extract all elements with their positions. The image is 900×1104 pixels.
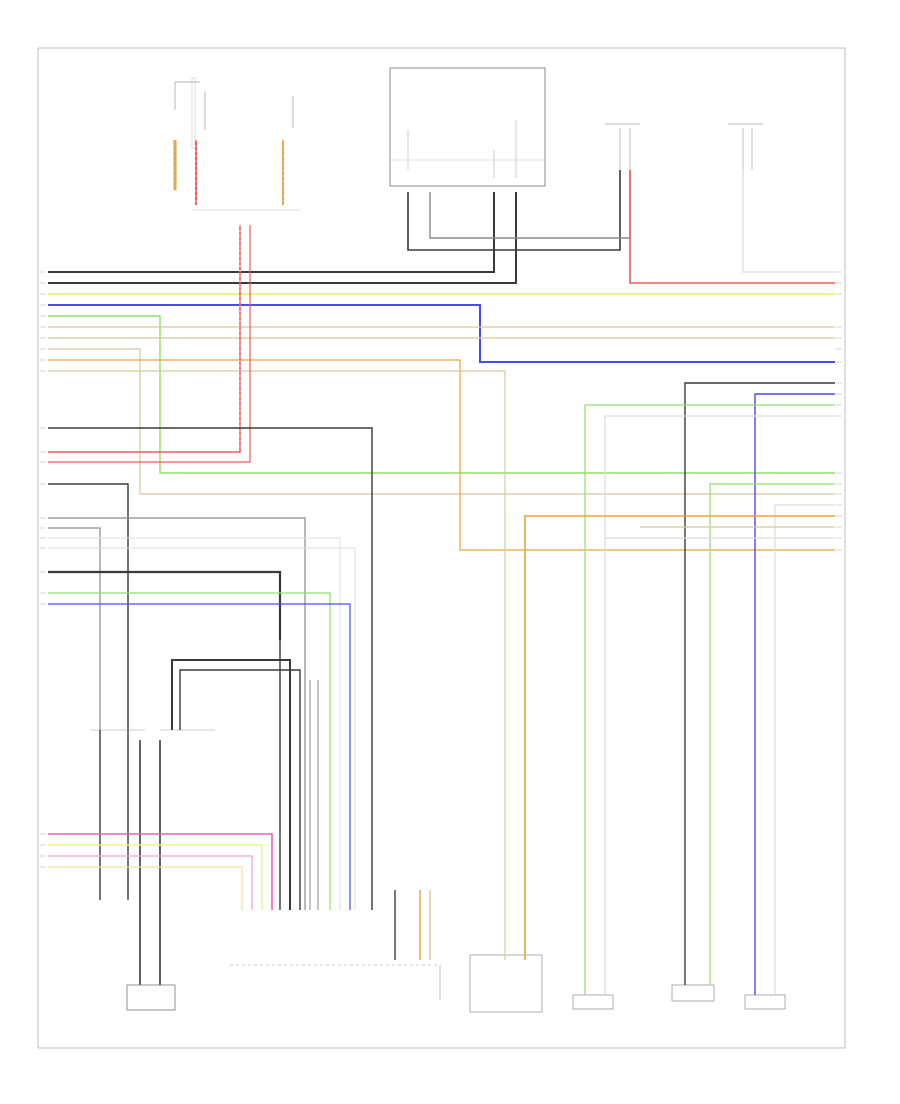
rf-speaker bbox=[671, 900, 715, 1002]
diagram-frame bbox=[37, 47, 846, 1049]
connector-a bbox=[90, 729, 145, 900]
fuse-block bbox=[174, 77, 300, 211]
pin-markers bbox=[40, 271, 842, 868]
rf-tweeter bbox=[744, 900, 786, 1010]
tweeter-left-connector bbox=[728, 123, 763, 170]
left-lower-wires bbox=[48, 483, 356, 910]
audio-wires bbox=[48, 833, 273, 910]
tweeter-right-connector bbox=[605, 123, 640, 170]
lf-speaker bbox=[469, 860, 543, 1013]
bus-wires bbox=[48, 170, 835, 900]
connector-b bbox=[139, 659, 301, 985]
lf-tweeter bbox=[572, 900, 614, 1010]
module-top bbox=[389, 67, 546, 187]
sat-module bbox=[230, 890, 441, 1000]
telephone bbox=[126, 984, 176, 1011]
fuse-drop-wires bbox=[48, 225, 373, 910]
module-bundle bbox=[279, 640, 319, 910]
fuse-wires bbox=[173, 140, 284, 205]
